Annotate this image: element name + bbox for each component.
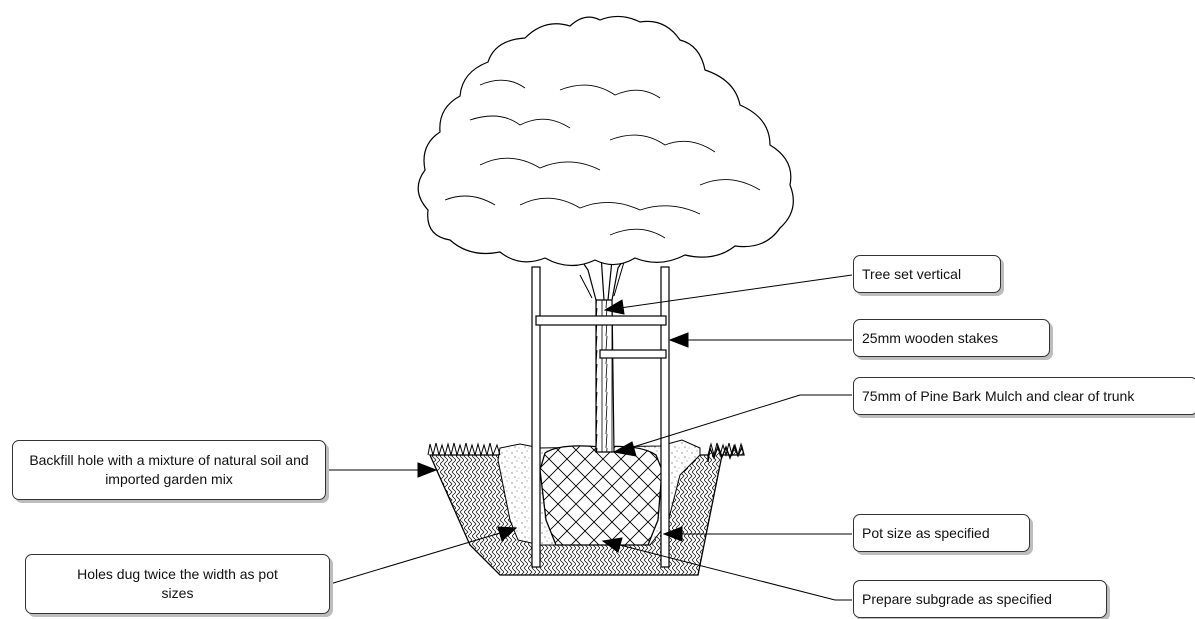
leader-lines [326,274,853,601]
tree-canopy [417,15,794,267]
label-pot-size-text: Pot size as specified [862,524,990,541]
grass-right [707,442,745,457]
label-prepare-subgrade-text: Prepare subgrade as specified [862,590,1052,607]
label-pot-size: Pot size as specified [853,514,1030,552]
label-holes-dug-text: Holes dug twice the width as pot sizes [77,566,278,601]
grass-left [427,442,501,457]
label-prepare-subgrade: Prepare subgrade as specified [853,580,1107,618]
label-wooden-stakes: 25mm wooden stakes [853,319,1050,357]
label-pine-bark-mulch: 75mm of Pine Bark Mulch and clear of tru… [853,377,1195,415]
label-backfill-hole: Backfill hole with a mixture of natural … [12,440,326,500]
label-holes-dug: Holes dug twice the width as pot sizes [25,554,330,614]
label-tree-set-vertical: Tree set vertical [853,255,1001,293]
planting-hole [428,439,745,576]
wooden-stakes [531,266,670,568]
label-pine-bark-mulch-text: 75mm of Pine Bark Mulch and clear of tru… [862,387,1135,404]
label-wooden-stakes-text: 25mm wooden stakes [862,329,999,346]
label-backfill-hole-text: Backfill hole with a mixture of natural … [29,452,309,487]
label-tree-set-vertical-text: Tree set vertical [862,265,962,282]
